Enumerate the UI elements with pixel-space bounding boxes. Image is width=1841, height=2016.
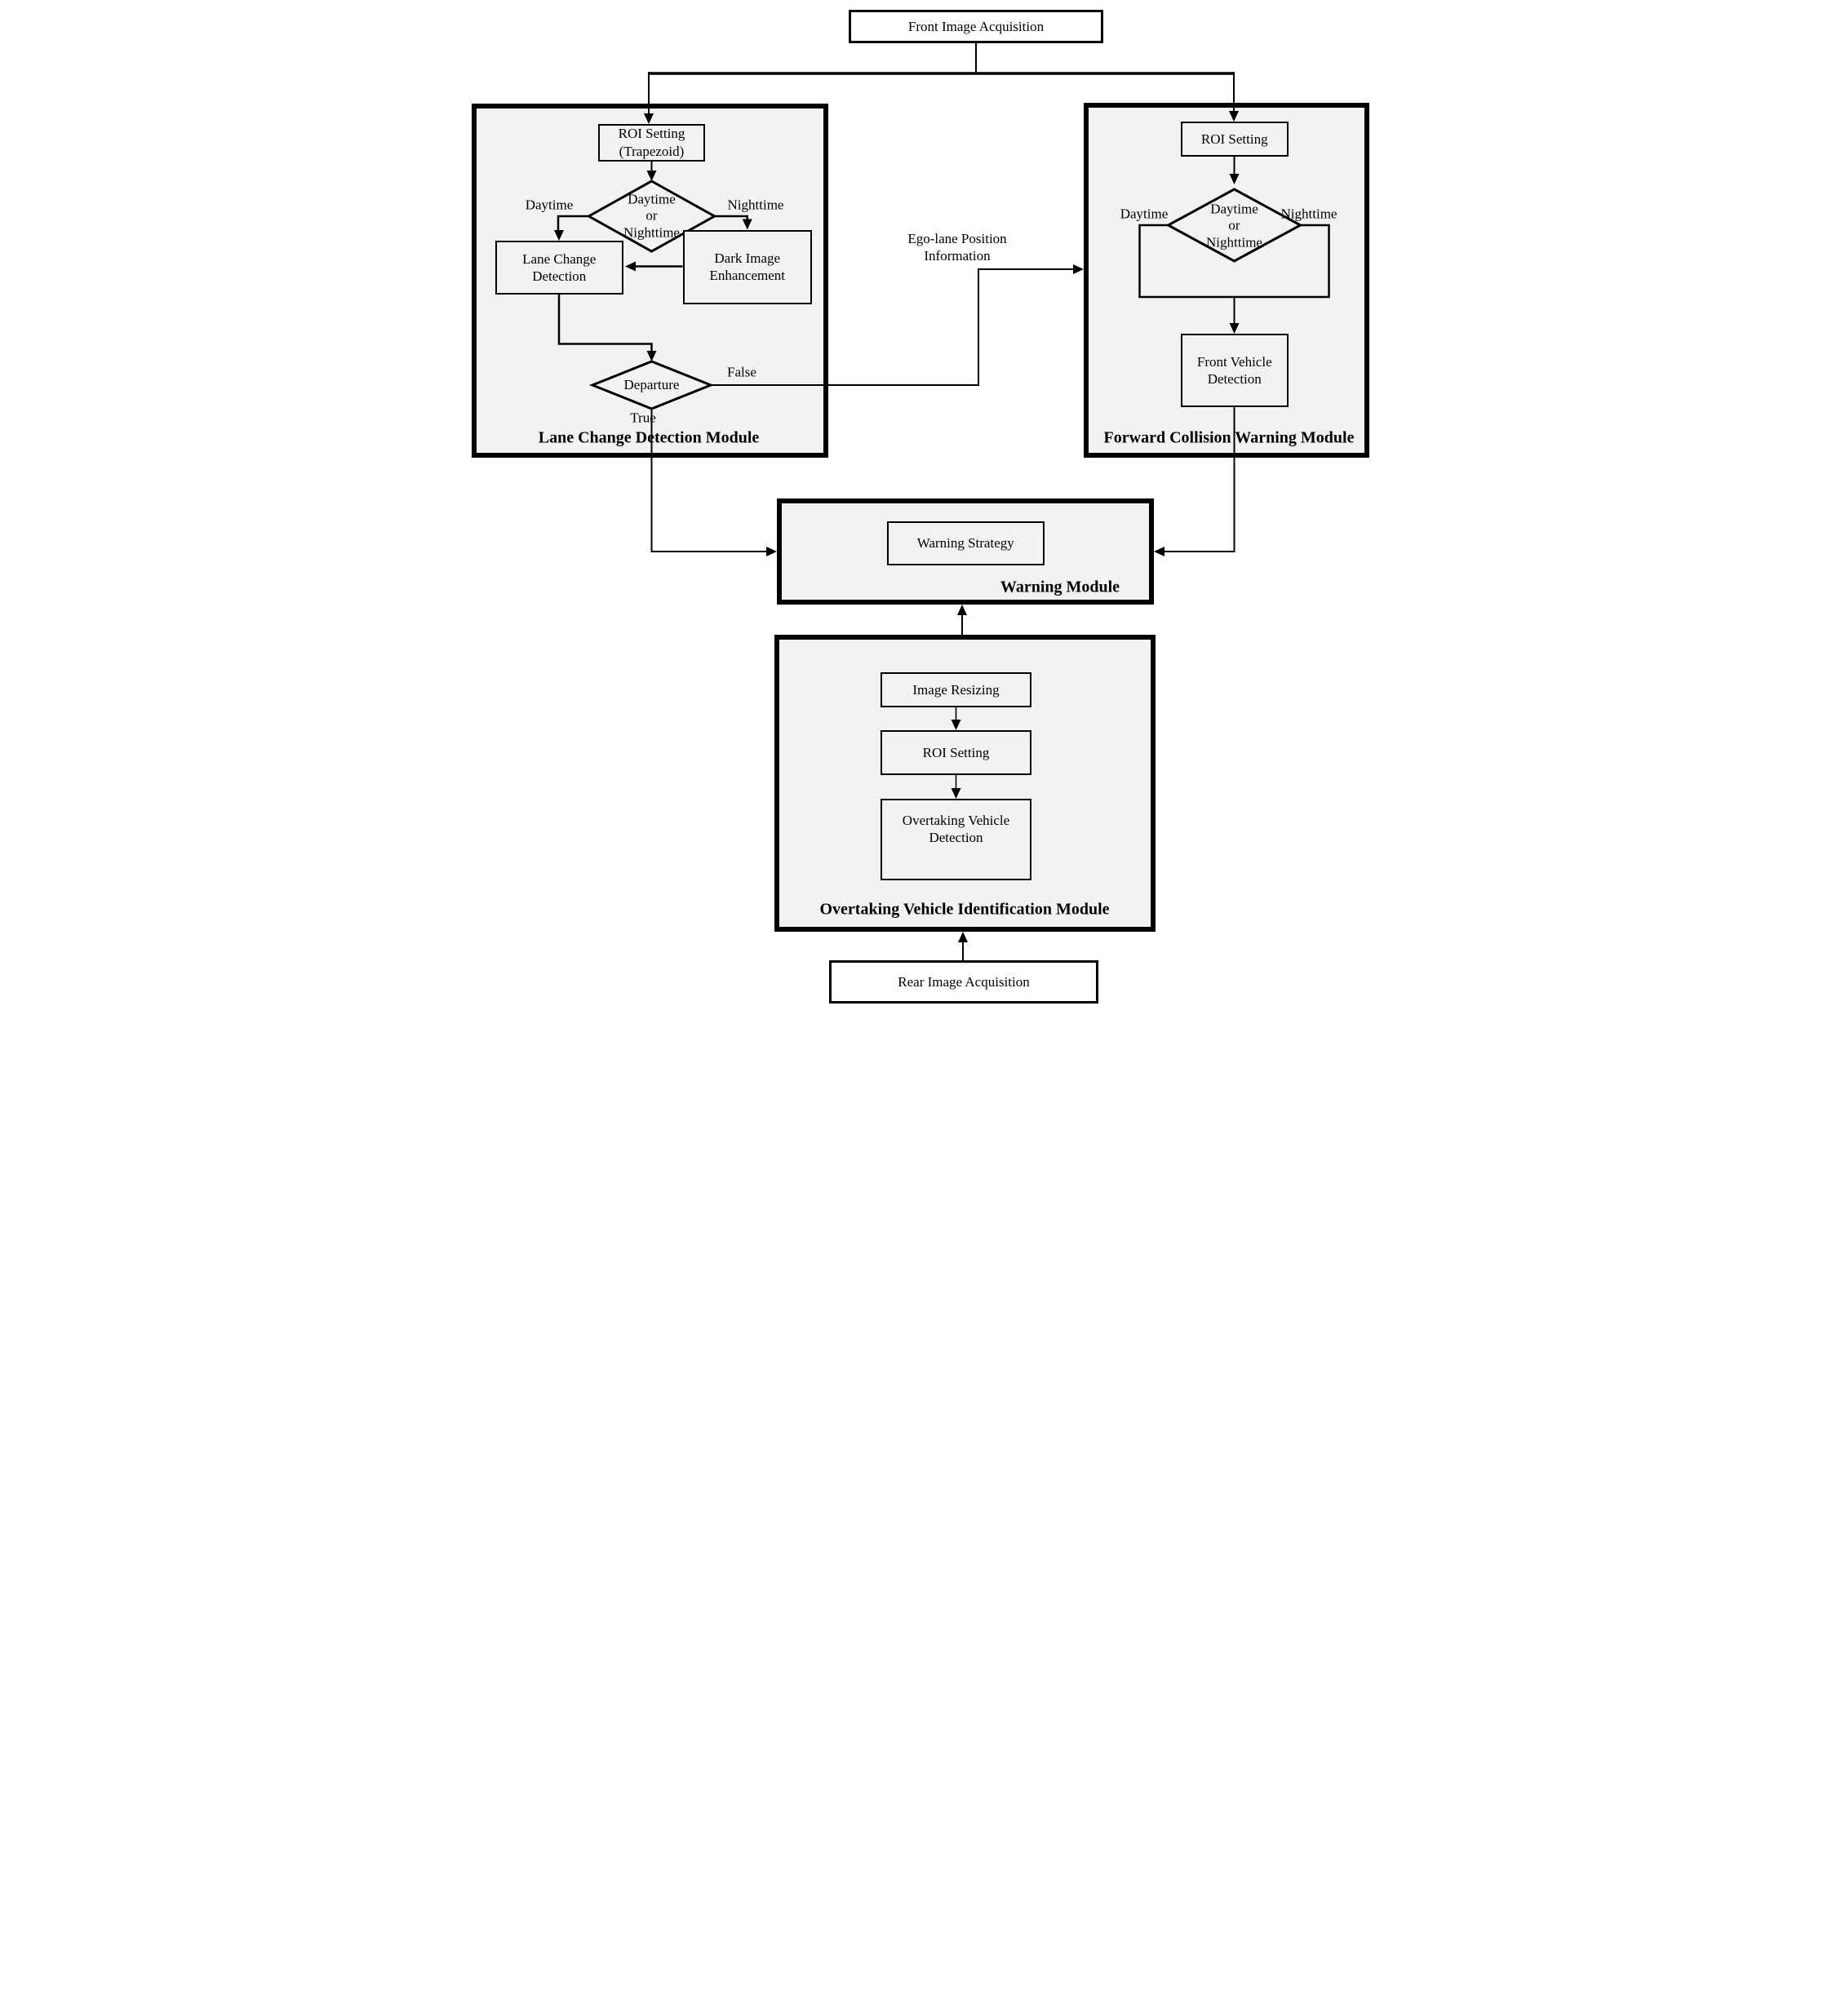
overtaking-vehicle-identification-module <box>774 635 1156 932</box>
ovim-roi-setting-box: ROI Setting <box>881 730 1031 775</box>
fcw-daytime-branch-label: Daytime <box>1120 206 1169 222</box>
departure-diamond-label: Departure <box>623 376 680 392</box>
departure-diamond <box>588 360 715 410</box>
fcw-day-night-diamond <box>1165 188 1303 263</box>
lcd-nighttime-branch-label: Nighttime <box>727 197 784 213</box>
rear-image-acquisition-box: Rear Image Acquisition <box>829 960 1098 1004</box>
flowchart-canvas: Front Image Acquisition Rear Image Acqui… <box>460 0 1381 1008</box>
departure-true-label: True <box>630 410 656 426</box>
dark-image-enhancement-box: Dark Image Enhancement <box>682 229 812 304</box>
image-resizing-box: Image Resizing <box>881 672 1031 707</box>
forward-collision-module-title: Forward Collision Warning Module <box>1103 428 1355 447</box>
lane-change-detection-box: Lane Change Detection <box>495 241 623 295</box>
fcw-day-night-diamond-label: Daytime or Nighttime <box>1206 201 1262 250</box>
lcd-roi-setting-box: ROI Setting (Trapezoid) <box>598 123 705 162</box>
overtaking-module-title: Overtaking Vehicle Identification Module <box>819 900 1110 919</box>
fcw-roi-setting-box: ROI Setting <box>1180 122 1289 157</box>
front-image-acquisition-box: Front Image Acquisition <box>849 10 1103 43</box>
lane-change-module-title: Lane Change Detection Module <box>538 428 760 447</box>
front-vehicle-detection-box: Front Vehicle Detection <box>1180 334 1289 407</box>
lcd-daytime-branch-label: Daytime <box>525 197 574 213</box>
overtaking-vehicle-detection-box: Overtaking Vehicle Detection <box>881 799 1031 880</box>
warning-module-title: Warning Module <box>1000 578 1120 596</box>
lcd-day-night-diamond-label: Daytime or Nighttime <box>623 191 680 241</box>
departure-false-label: False <box>727 364 756 380</box>
fcw-nighttime-branch-label: Nighttime <box>1280 206 1337 222</box>
warning-strategy-box: Warning Strategy <box>886 521 1045 565</box>
ego-lane-information-label: Ego-lane Position Information <box>907 230 1007 264</box>
